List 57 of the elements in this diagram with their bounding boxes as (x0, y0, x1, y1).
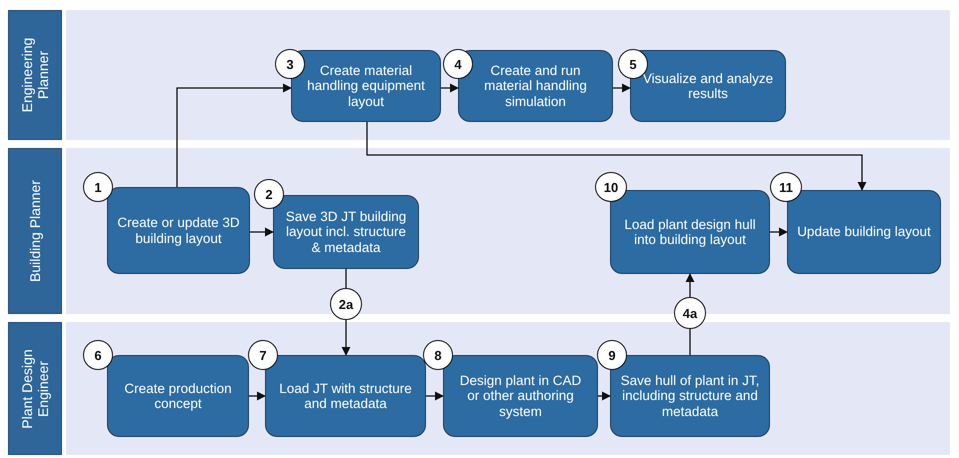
connector-line (689, 329, 691, 355)
step-number: 8 (434, 348, 442, 362)
step-number-circle (254, 179, 284, 209)
process-box (107, 355, 249, 437)
lane-title: Building Planner (26, 179, 44, 284)
step-number: 7 (259, 348, 267, 362)
step-number: 11 (779, 180, 793, 194)
step-number: 3 (286, 56, 294, 72)
step-number: 5 (629, 56, 637, 72)
step-number: 1 (94, 180, 102, 194)
process-box (630, 50, 786, 122)
step-number: 4 (454, 56, 462, 72)
arrow (342, 320, 350, 356)
process-box (443, 355, 598, 437)
step-label: Create production concept (123, 380, 233, 412)
step-label: Visualize and analyze results (642, 70, 774, 102)
step-label: Update building layout (797, 224, 931, 240)
step-number-circle (770, 172, 802, 202)
step-number: 2a (338, 296, 354, 312)
step-number-circle (83, 172, 113, 202)
arrow (366, 122, 866, 191)
step-number: 6 (94, 348, 102, 362)
process-box (273, 195, 419, 269)
step-label: Save 3D JT building layout incl. structure & metadata (284, 209, 408, 255)
lane-title: Engineering Planner (18, 36, 52, 114)
step-number: 2 (265, 186, 273, 202)
step-label: Design plant in CAD or other authoring system (458, 373, 582, 419)
process-box (265, 355, 426, 437)
arrow (426, 392, 444, 400)
arrow (176, 84, 292, 187)
arrow (613, 84, 631, 92)
step-label: Load plant design hull into building layout (623, 216, 757, 248)
connector-line (345, 269, 347, 288)
step-label: Load JT with structure and metadata (278, 380, 413, 412)
step-number: 9 (608, 348, 616, 362)
step-number-circle (248, 340, 278, 370)
step-number: 10 (604, 180, 618, 194)
step-label: Create and run material handling simulation (483, 63, 588, 109)
process-box (107, 187, 250, 274)
step-label: Create material handling equipment layout (306, 63, 426, 109)
arrow (441, 84, 459, 92)
step-label: Create or update 3D building layout (116, 215, 241, 246)
step-number-circle (83, 340, 113, 370)
process-box (787, 190, 941, 274)
arrow (249, 392, 266, 400)
step-number-circle (597, 340, 627, 370)
arrow (770, 228, 788, 236)
arrow (598, 392, 611, 400)
step-number: 4a (682, 306, 698, 320)
arrow (250, 228, 274, 236)
step-number-circle (443, 49, 473, 79)
arrow (686, 273, 694, 297)
lane-title: Plant Design Engineer (18, 348, 52, 430)
step-number-circle (595, 172, 627, 202)
step-label: Save hull of plant in JT, including structure and metadata (620, 373, 760, 419)
step-number-circle (275, 49, 305, 79)
step-number-circle (423, 340, 453, 370)
